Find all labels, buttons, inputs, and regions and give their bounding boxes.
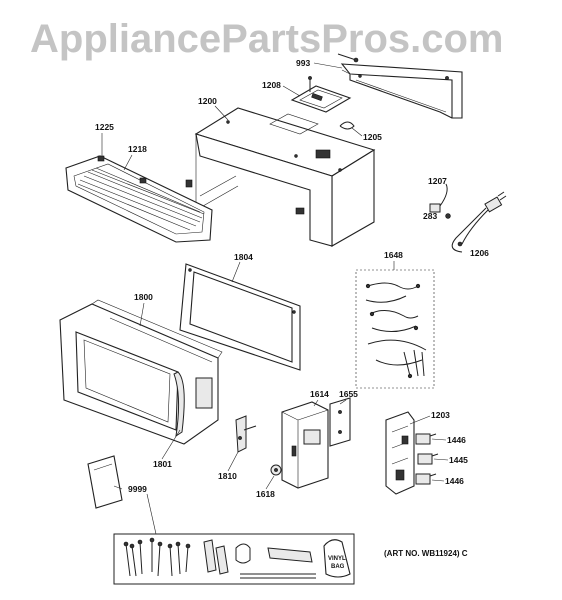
callout-1618: 1618	[256, 489, 275, 499]
art-number: (ART NO. WB11924) C	[384, 549, 468, 558]
callout-1614: 1614	[310, 389, 329, 399]
part-1446-door-switch-a[interactable]	[415, 433, 437, 445]
callout-1205: 1205	[363, 132, 382, 142]
vinyl-bag-label-2: BAG	[331, 564, 345, 570]
callout-1207: 1207	[428, 176, 447, 186]
callout-1804: 1804	[234, 252, 253, 262]
part-1804-door-seal[interactable]	[179, 263, 301, 371]
part-1208-vent-plate[interactable]	[290, 76, 352, 113]
callout-1218: 1218	[128, 144, 147, 154]
callout-1208: 1208	[262, 80, 281, 90]
callout-9999: 9999	[128, 484, 147, 494]
part-9999-manual[interactable]	[87, 455, 123, 509]
part-1810-door-latch[interactable]	[235, 415, 257, 453]
part-1655-switch-plate[interactable]	[329, 397, 351, 447]
part-283-screw[interactable]	[445, 213, 451, 219]
part-1445-door-switch[interactable]	[417, 453, 439, 465]
parts-bag-box[interactable]: VINYL BAG	[113, 533, 355, 585]
part-1446-door-switch-b[interactable]	[415, 473, 437, 485]
part-993-mounting-bracket[interactable]	[337, 53, 463, 119]
part-1800-door-assembly[interactable]	[59, 299, 223, 445]
callout-1648: 1648	[384, 250, 403, 260]
part-1205-clip[interactable]	[339, 121, 355, 130]
part-1206-power-cord[interactable]	[451, 191, 507, 253]
callout-1225: 1225	[95, 122, 114, 132]
callout-993: 993	[296, 58, 310, 68]
part-1203-switch-holder[interactable]	[385, 411, 415, 495]
callout-1206: 1206	[470, 248, 489, 258]
watermark-text: AppliancePartsPros.com	[30, 17, 504, 61]
callout-1446-a: 1446	[447, 435, 466, 445]
callout-1446-b: 1446	[445, 476, 464, 486]
callout-1801: 1801	[153, 459, 172, 469]
part-1648-wire-harness[interactable]	[355, 269, 435, 389]
vinyl-bag-label-1: VINYL	[328, 556, 346, 562]
callout-1800: 1800	[134, 292, 153, 302]
part-1618-plug[interactable]	[270, 464, 282, 476]
part-1614-latch-board[interactable]	[281, 401, 329, 489]
part-1207-thermal-cutout[interactable]	[429, 183, 448, 213]
callout-1445: 1445	[449, 455, 468, 465]
callout-1810: 1810	[218, 471, 237, 481]
callout-1655: 1655	[339, 389, 358, 399]
callout-1200: 1200	[198, 96, 217, 106]
callout-283: 283	[423, 211, 437, 221]
callout-1203: 1203	[431, 410, 450, 420]
part-1225-grille[interactable]	[65, 155, 213, 243]
